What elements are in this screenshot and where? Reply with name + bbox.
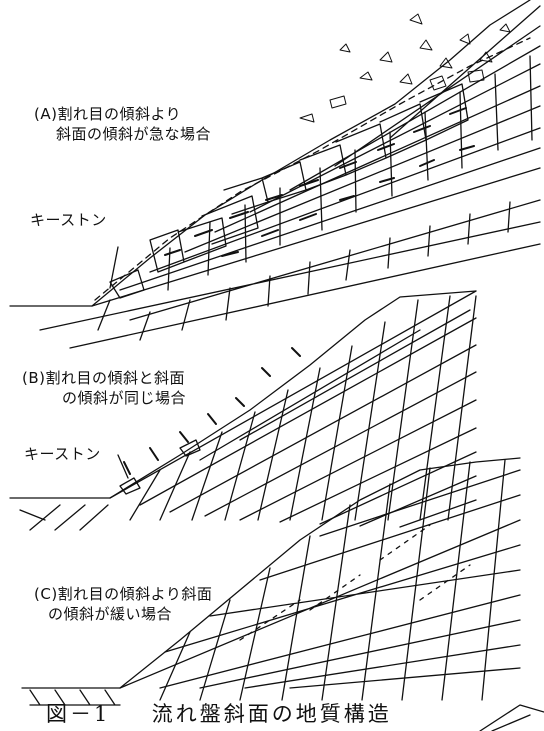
panel-a-blocks <box>109 83 469 299</box>
panel-b-label-line1: (B)割れ目の傾斜と斜面 <box>22 369 185 387</box>
panel-a-label-line2: 斜面の傾斜が急な場合 <box>56 125 212 143</box>
panel-b-label: (B)割れ目の傾斜と斜面 の傾斜が同じ場合 <box>22 368 186 408</box>
panel-a-bedding <box>39 5 541 349</box>
panel-c-ground-surface <box>21 457 521 689</box>
panel-a-label-line1: (A)割れ目の傾斜より <box>34 105 182 123</box>
panel-b-diagram <box>9 290 477 531</box>
panel-c-joints <box>29 459 506 706</box>
keystone-label-a: キーストン <box>30 211 107 229</box>
figure-number: 図－1 <box>46 702 111 726</box>
corner-lines <box>479 704 544 731</box>
panel-b-bedding <box>109 290 477 528</box>
panel-b-keystone-leader <box>117 454 129 479</box>
panel-c-label: (C)割れ目の傾斜より斜面 の傾斜が緩い場合 <box>34 584 212 624</box>
panel-b-arrows <box>123 347 301 475</box>
keystone-label-b: キーストン <box>24 445 101 463</box>
panel-a-dashed-surface <box>94 37 531 301</box>
panel-c-label-line1: (C)割れ目の傾斜より斜面 <box>34 585 213 603</box>
panel-a-diagram <box>9 0 541 349</box>
panel-b-joints <box>19 295 477 531</box>
figure-title: 流れ盤斜面の地質構造 <box>151 702 392 726</box>
panel-b-blocks <box>119 439 201 495</box>
panel-a-keystone-leader <box>109 246 119 289</box>
panel-a-arrows <box>164 107 475 257</box>
panel-c-label-line2: の傾斜が緩い場合 <box>48 605 173 623</box>
panel-a-joints <box>97 55 533 341</box>
panel-b-label-line2: の傾斜が同じ場合 <box>62 389 187 407</box>
panel-a-debris <box>299 13 511 123</box>
panel-c-fractures <box>239 524 471 641</box>
panel-a-label: (A)割れ目の傾斜より 斜面の傾斜が急な場合 <box>34 104 211 144</box>
figure-caption: 図－1 流れ盤斜面の地質構造 <box>46 698 392 728</box>
panel-c-diagram <box>21 457 521 706</box>
panel-a-ground-surface <box>9 0 531 307</box>
